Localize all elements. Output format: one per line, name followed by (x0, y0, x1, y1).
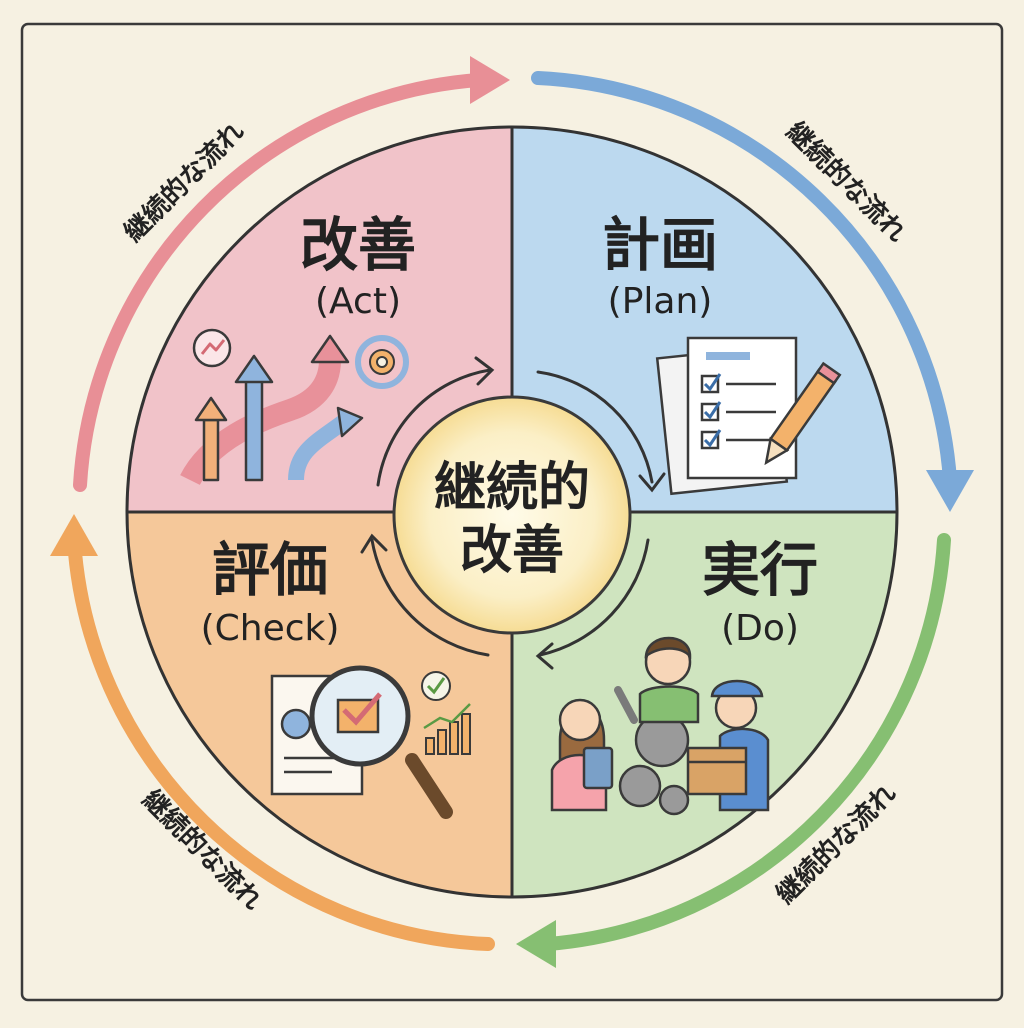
outer-arrow-bottom (541, 533, 951, 951)
gear-cycle-icon (355, 335, 409, 389)
arrowhead-bottom (516, 920, 556, 968)
check-subtitle: (Check) (201, 608, 340, 649)
pencil-icon (764, 361, 842, 466)
inner-cycle-arrows (370, 368, 654, 657)
center-text-line2: 改善 (460, 521, 564, 581)
center-badge (392, 395, 632, 635)
inner-arrow-check-to-act (370, 538, 490, 657)
report-magnifier-icon (270, 665, 453, 819)
improvement-arrows-icon (180, 328, 364, 486)
inner-arrow-do-to-check (538, 538, 650, 657)
check-circle-icon (421, 671, 451, 701)
act-subtitle: (Act) (315, 281, 401, 322)
center-text-line1: 継続的 (434, 458, 590, 518)
outer-arrow-top (73, 73, 485, 492)
inner-arrow-plan-to-do (536, 370, 654, 484)
checklist-document-icon (655, 336, 798, 496)
arrowhead-top (470, 56, 510, 104)
arrowhead-left (50, 514, 98, 556)
outer-cycle-arrows (67, 71, 957, 951)
plan-title: 計画 (602, 211, 718, 279)
outer-arrow-right (531, 71, 957, 487)
inner-arrowheads (360, 356, 666, 670)
do-subtitle: (Do) (721, 608, 799, 649)
outer-arrow-left (67, 533, 495, 951)
act-title: 改善 (300, 211, 416, 279)
check-title: 評価 (212, 536, 328, 604)
team-workers-icon (550, 636, 770, 816)
arrowhead-right (926, 470, 974, 512)
quadrant-do (512, 512, 897, 897)
plan-subtitle: (Plan) (608, 281, 713, 322)
bar-chart-icon (423, 703, 471, 755)
inner-arrow-act-to-plan (376, 368, 492, 487)
do-title: 実行 (702, 536, 818, 604)
